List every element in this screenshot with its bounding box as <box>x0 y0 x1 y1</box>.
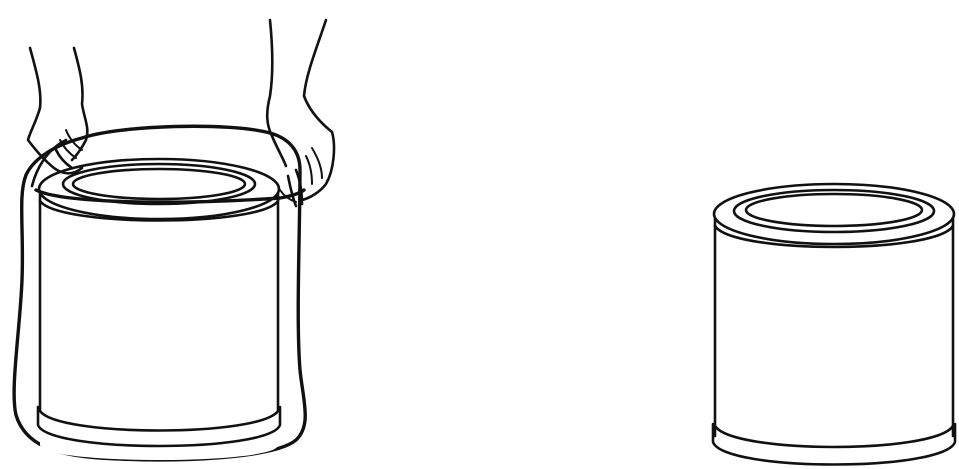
left-hand <box>28 48 87 173</box>
right-panel <box>713 184 955 465</box>
left-panel <box>14 20 334 460</box>
filter-cylinder-icon <box>713 184 955 465</box>
filter-cylinder-icon <box>38 159 280 460</box>
